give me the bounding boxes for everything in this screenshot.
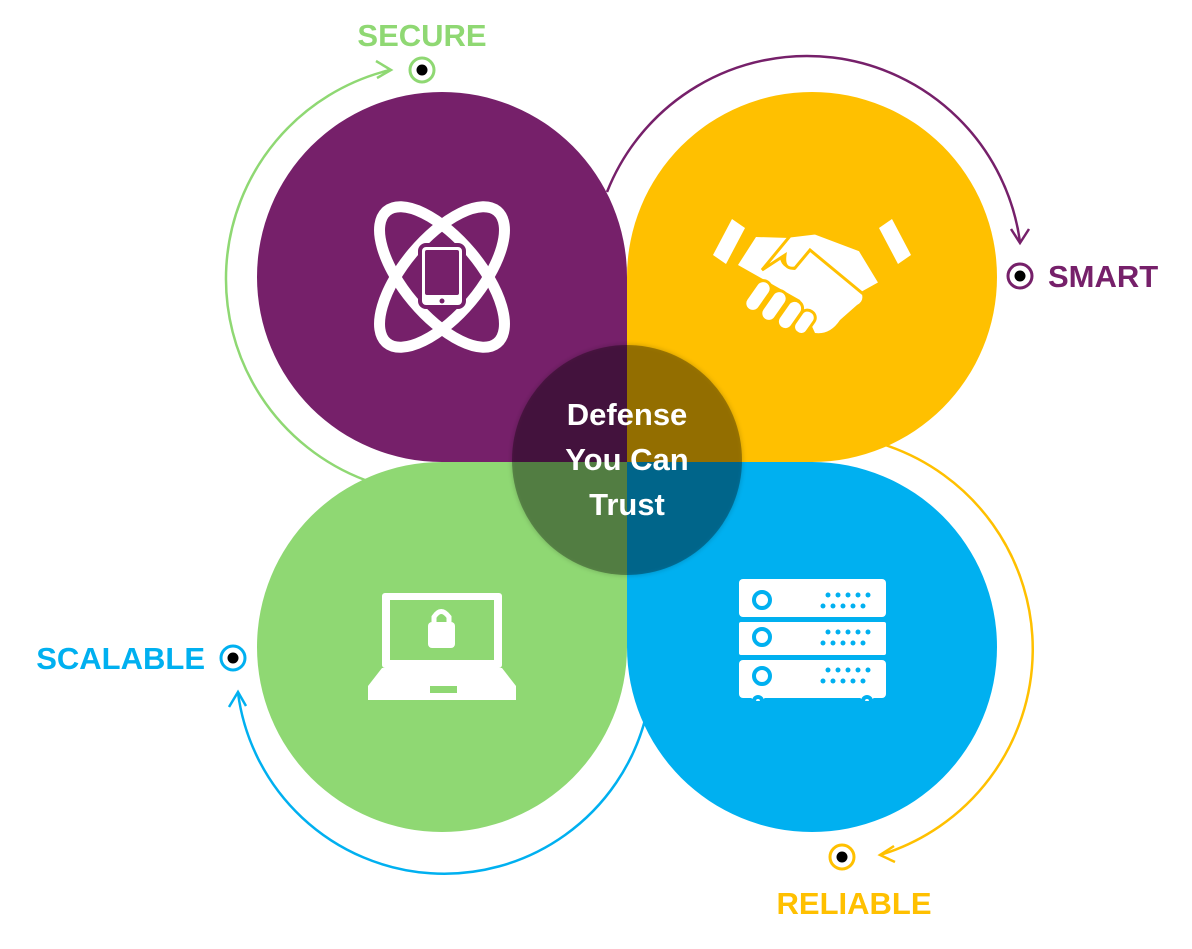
secure-target-dot [408,56,436,84]
secure-arc [224,68,391,482]
reliable-target-dot [828,843,856,871]
reliable-label: RELIABLE [777,886,932,921]
smart-label: SMART [1048,259,1158,294]
center-circle [512,345,742,575]
scalable-label: SCALABLE [36,641,205,676]
server-rack-icon [739,579,886,707]
handshake-icon [713,219,911,336]
secure-arrowhead [375,59,394,80]
laptop-lock-icon [368,593,516,700]
scalable-target-dot [219,644,247,672]
secure-label: SECURE [357,18,486,53]
center-line-1: Defense [567,397,688,432]
scalable-arrowhead [227,689,248,708]
scalable-arc [236,692,647,875]
center-line-3: Trust [589,487,665,522]
smart-arc [605,54,1022,243]
atom-phone-icon [374,201,510,353]
center-circle-shadow [511,344,743,576]
center-line-2: You Can [565,442,688,477]
reliable-arrowhead [877,844,896,864]
smart-arrowhead [1009,228,1031,246]
reliable-arc [879,443,1034,857]
smart-target-dot [1006,262,1034,290]
